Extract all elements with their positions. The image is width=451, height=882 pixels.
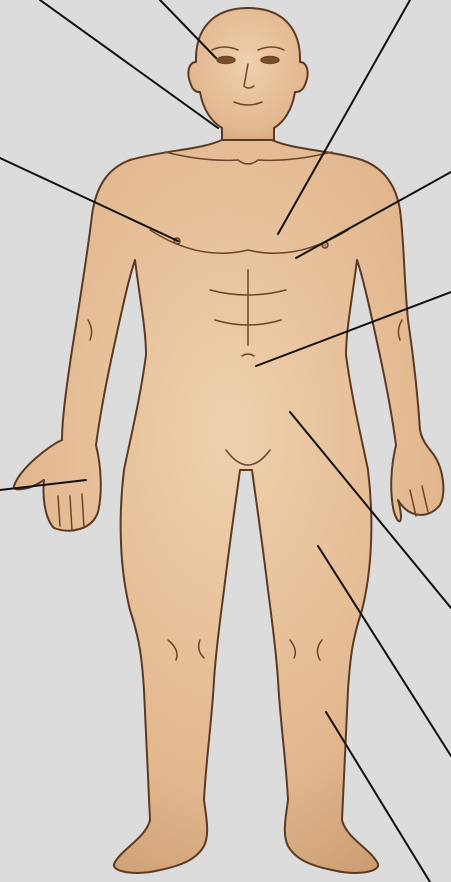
torso-and-arms <box>14 140 444 873</box>
left-eye <box>261 57 279 64</box>
body-silhouette <box>14 8 444 873</box>
right-eye <box>217 57 235 64</box>
head <box>188 8 307 146</box>
